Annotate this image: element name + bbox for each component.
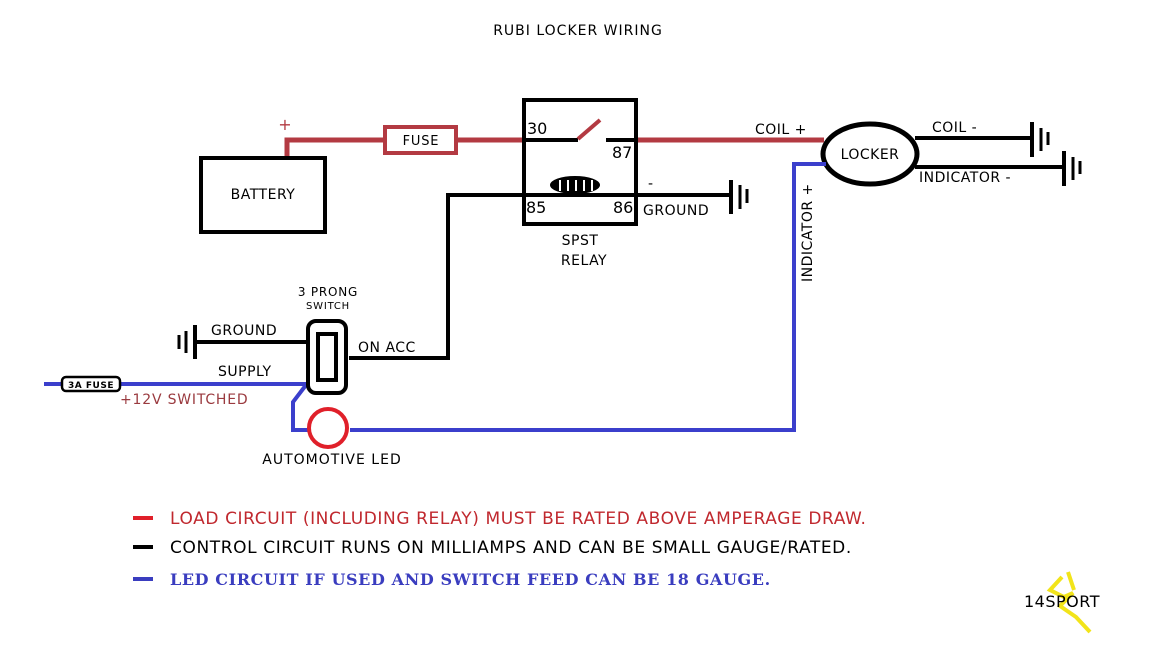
relay: 30 87 85 86 SPST RELAY bbox=[522, 98, 638, 269]
legend-item-load: LOAD CIRCUIT (INCLUDING RELAY) MUST BE R… bbox=[170, 509, 867, 529]
inline-fuse-label: 3A FUSE bbox=[68, 381, 114, 391]
switch-on-acc-label: ON ACC bbox=[358, 340, 416, 356]
legend: LOAD CIRCUIT (INCLUDING RELAY) MUST BE R… bbox=[133, 509, 867, 589]
relay-label-line2: RELAY bbox=[561, 253, 607, 269]
relay-ground-label: GROUND bbox=[643, 203, 709, 219]
switch-ground-label: GROUND bbox=[211, 323, 277, 339]
relay-pin-86: 86 bbox=[613, 198, 633, 217]
logo-bolt-stroke bbox=[1066, 571, 1076, 591]
switch-label-line2: SWITCH bbox=[306, 301, 350, 312]
locker-indicator-plus-label: INDICATOR + bbox=[800, 183, 816, 282]
battery-box bbox=[199, 156, 327, 234]
locker-coil-plus-label: COIL + bbox=[755, 122, 807, 138]
legend-item-led: LED CIRCUIT IF USED AND SWITCH FEED CAN … bbox=[170, 570, 771, 589]
wire-battery-to-fuse bbox=[284, 137, 385, 158]
relay-box bbox=[522, 98, 638, 226]
locker-ellipse bbox=[820, 121, 920, 187]
led-label: AUTOMOTIVE LED bbox=[262, 452, 401, 468]
battery-positive-label: + bbox=[278, 115, 291, 134]
switch-rocker[interactable] bbox=[316, 332, 338, 382]
led-circuit-wires bbox=[44, 162, 826, 432]
main-fuse: FUSE bbox=[383, 125, 458, 155]
logo-bolt-icon bbox=[1046, 575, 1092, 634]
main-fuse-box bbox=[383, 125, 458, 155]
relay-ground: - GROUND bbox=[636, 176, 749, 219]
logo-text: 14SPORT bbox=[1024, 592, 1100, 611]
diagram-title: RUBI LOCKER WIRING bbox=[493, 23, 663, 39]
locker: LOCKER COIL + COIL - INDICATOR - INDICAT… bbox=[755, 120, 1082, 282]
logo: 14SPORT bbox=[1024, 571, 1100, 634]
ground-icon bbox=[729, 180, 749, 214]
locker-indicator-minus-label: INDICATOR - bbox=[919, 170, 1011, 186]
relay-label-line1: SPST bbox=[562, 233, 599, 249]
relay-coil-icon bbox=[550, 176, 600, 194]
automotive-led: AUTOMOTIVE LED bbox=[262, 407, 401, 468]
locker-label: LOCKER bbox=[841, 147, 900, 163]
relay-pin-30: 30 bbox=[527, 119, 547, 138]
switched-12v-label: +12V SWITCHED bbox=[120, 392, 249, 408]
wire-indicator-to-led bbox=[350, 162, 826, 432]
led-icon bbox=[307, 407, 349, 449]
inline-fuse-box bbox=[60, 375, 122, 393]
three-prong-switch: 3 PRONG SWITCH GROUND ON ACC SUPPLY +12V… bbox=[120, 285, 416, 408]
inline-fuse: 3A FUSE bbox=[60, 375, 122, 393]
locker-coil-minus-label: COIL - bbox=[932, 120, 977, 136]
battery-label: BATTERY bbox=[231, 187, 296, 203]
legend-item-control: CONTROL CIRCUIT RUNS ON MILLIAMPS AND CA… bbox=[170, 538, 852, 558]
ground-icon bbox=[177, 325, 197, 359]
wire-relay-85-to-switch bbox=[349, 193, 524, 360]
relay-pin-86-polarity: - bbox=[648, 176, 653, 192]
relay-pin-87: 87 bbox=[612, 143, 632, 162]
battery: BATTERY + bbox=[199, 115, 327, 234]
switch-supply-label: SUPPLY bbox=[218, 364, 272, 380]
ground-icon bbox=[1030, 122, 1050, 157]
relay-switch-arm bbox=[576, 118, 602, 141]
switch-label-line1: 3 PRONG bbox=[298, 285, 358, 299]
wire-led-to-switch bbox=[291, 383, 311, 432]
load-circuit-wires bbox=[284, 137, 824, 158]
main-fuse-label: FUSE bbox=[403, 134, 440, 149]
ground-icon bbox=[1062, 151, 1082, 186]
relay-pin-85: 85 bbox=[526, 198, 546, 217]
